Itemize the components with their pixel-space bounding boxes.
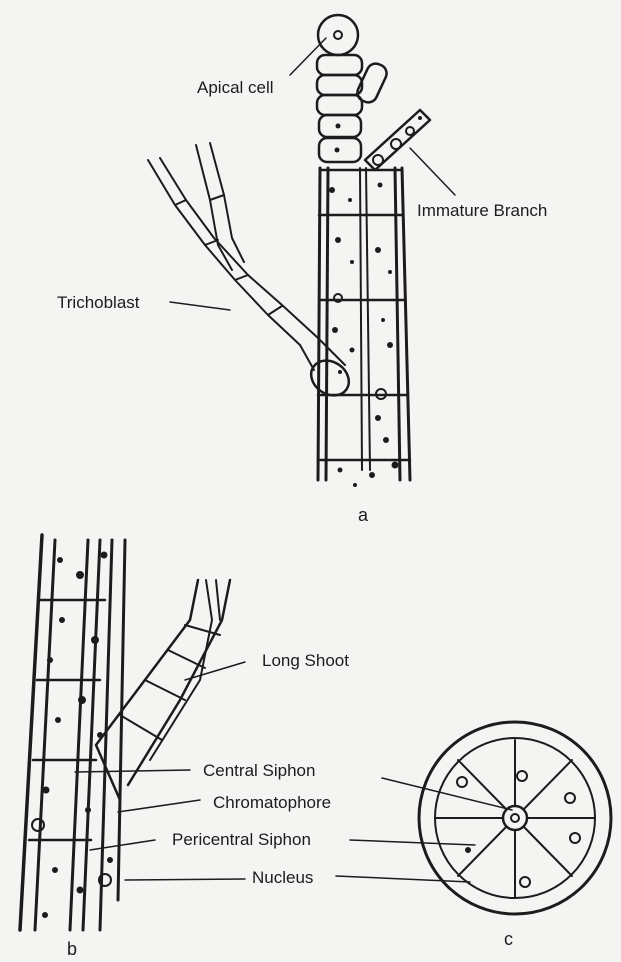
label-pericentral-siphon: Pericentral Siphon (172, 831, 311, 848)
panel-label-a: a (358, 506, 368, 524)
label-immature-branch: Immature Branch (417, 202, 547, 219)
label-long-shoot: Long Shoot (262, 652, 349, 669)
panel-c-cross-section (419, 722, 611, 914)
panel-label-c: c (504, 930, 513, 948)
panel-a-trichoblast (148, 143, 356, 403)
leader-lines (75, 38, 512, 882)
panel-b-filament (20, 535, 125, 930)
label-central-siphon: Central Siphon (203, 762, 315, 779)
label-nucleus: Nucleus (252, 869, 313, 886)
panel-a-immature-branch (354, 61, 430, 170)
label-chromatophore: Chromatophore (213, 794, 331, 811)
panel-a-main-axis (317, 15, 410, 487)
panel-label-b: b (67, 940, 77, 958)
label-trichoblast: Trichoblast (57, 294, 140, 311)
label-apical-cell: Apical cell (197, 79, 274, 96)
